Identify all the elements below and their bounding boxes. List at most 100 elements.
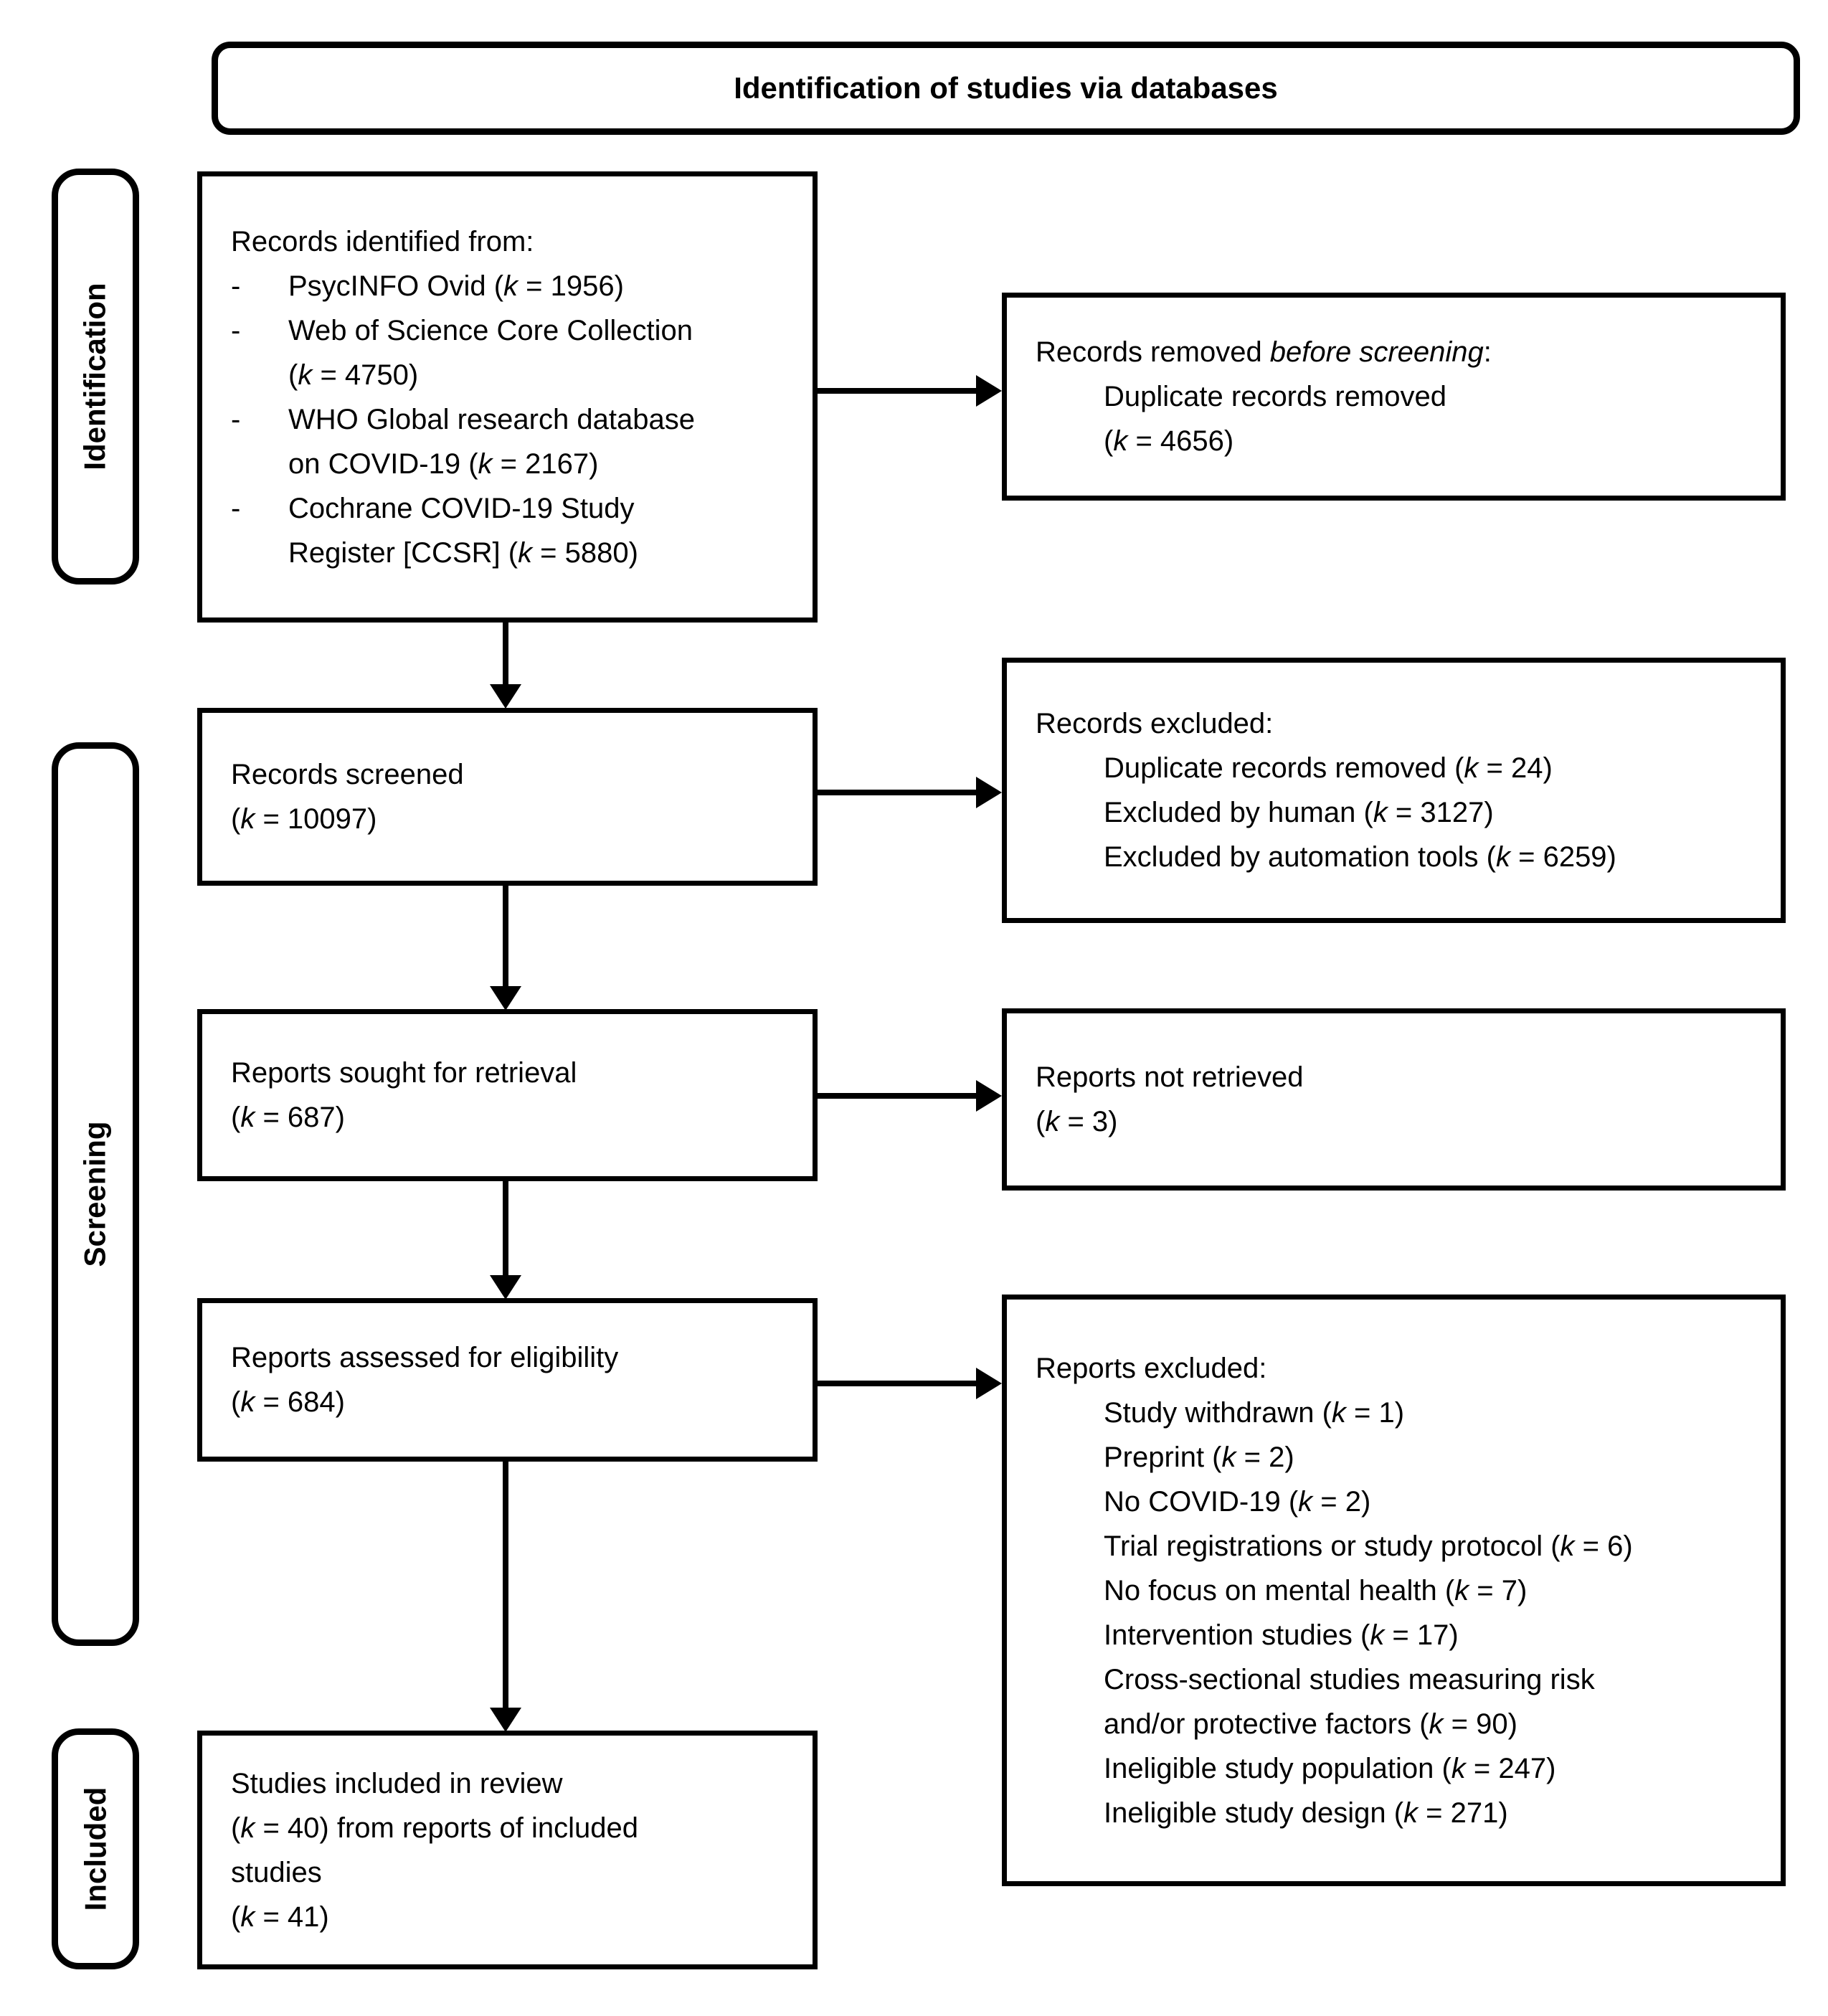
text-segment: ( [231,1386,241,1418]
text-line: Intervention studies (k = 17) [1104,1613,1759,1657]
text-segment: = 2167) [492,448,599,480]
text-line: No COVID-19 (k = 2) [1104,1480,1759,1524]
italic-text-segment: k [240,1812,255,1844]
text-segment: = 7) [1469,1574,1528,1606]
arrow-identified-to-screened-line [503,620,508,686]
text-line: Studies included in review [231,1761,791,1806]
text-line: No focus on mental health (k = 7) [1104,1568,1759,1613]
arrow-identified-to-removed-line [815,388,977,394]
reports-not-retrieved-box: Reports not retrieved(k = 3) [1002,1008,1786,1191]
italic-text-segment: k [240,803,255,835]
bullet-text: Cochrane COVID-19 Study [288,486,791,531]
text-segment: ( [231,803,241,835]
text-segment: = 1) [1345,1396,1405,1429]
text-segment: = 41) [255,1901,329,1933]
text-line: (k = 4750) [288,353,791,397]
text-segment: Reports assessed for eligibility [231,1342,619,1373]
text-line: (k = 684) [231,1380,791,1424]
text-line: (k = 40) from reports of included [231,1806,791,1850]
text-line: (k = 4656) [1104,419,1759,463]
bullet-text: PsycINFO Ovid (k = 1956) [288,264,791,308]
text-segment: Cochrane COVID-19 Study [288,492,635,524]
text-segment: Records removed [1036,336,1270,368]
text-line: Records screened [231,752,791,797]
text-line: -Cochrane COVID-19 Study [231,486,791,531]
stage-identification-box: Identification [52,169,139,585]
text-segment: = 247) [1465,1752,1556,1784]
text-line: Reports sought for retrieval [231,1051,791,1095]
studies-included-box: Studies included in review (k = 40) from … [197,1731,818,1969]
text-line: -Web of Science Core Collection [231,308,791,353]
text-line: Preprint (k = 2) [1104,1435,1759,1480]
records-excluded-box: Records excluded:Duplicate records remov… [1002,658,1786,923]
reports-sought-box: Reports sought for retrieval (k = 687) [197,1009,818,1181]
arrow-identified-to-screened-head [490,684,521,709]
italic-text-segment: k [1451,1752,1466,1784]
bullet-text: WHO Global research database [288,397,791,442]
text-segment: = 90) [1443,1708,1517,1740]
bullet-text: Web of Science Core Collection [288,308,791,353]
italic-text-segment: k [1045,1106,1060,1137]
italic-text-segment: k [1454,1574,1469,1606]
text-segment: Duplicate records removed ( [1104,752,1464,784]
italic-text-segment: k [1429,1708,1444,1740]
italic-text-segment: k [1495,841,1510,873]
text-line: Cross-sectional studies measuring risk [1104,1657,1759,1702]
italic-text-segment: k [503,270,518,302]
text-line: (k = 687) [231,1095,791,1140]
text-segment: No focus on mental health ( [1104,1574,1455,1606]
italic-text-segment: k [1560,1530,1575,1562]
arrow-sought-to-not-retrieved-line [815,1093,977,1099]
text-segment: ( [231,1102,241,1133]
arrow-assessed-to-included-line [503,1459,508,1709]
arrow-screened-to-sought-line [503,883,508,988]
text-segment: = 1956) [518,270,624,302]
flow-header-box: Identification of studies via databases [212,42,1800,135]
italic-text-segment: k [1298,1485,1313,1518]
text-segment: Excluded by automation tools ( [1104,841,1496,873]
arrow-assessed-to-reports-excluded-line [815,1381,977,1386]
arrow-sought-to-assessed-line [503,1178,508,1277]
text-segment: Studies included in review [231,1767,563,1799]
text-line: on COVID-19 (k = 2167) [288,442,791,486]
records-screened-box: Records screened (k = 10097) [197,708,818,886]
italic-text-segment: k [518,536,533,569]
text-segment: Duplicate records removed [1104,381,1446,412]
records-removed-box: Records removed before screening:Duplica… [1002,293,1786,501]
text-line: Trial registrations or study protocol (k… [1104,1524,1759,1568]
stage-screening-label: Screening [78,1121,113,1267]
text-segment: Intervention studies ( [1104,1619,1370,1651]
italic-text-segment: k [1373,797,1388,828]
text-segment: Trial registrations or study protocol ( [1104,1530,1561,1562]
records-identified-box: Records identified from:-PsycINFO Ovid (… [197,171,818,623]
text-line: Records identified from: [231,219,791,264]
text-segment: ( [288,359,298,391]
italic-text-segment: k [478,448,493,480]
text-line: Excluded by human (k = 3127) [1104,790,1759,835]
italic-text-segment: k [240,1386,255,1418]
text-line: (k = 41) [231,1895,791,1939]
text-line: Study withdrawn (k = 1) [1104,1391,1759,1435]
text-segment: Ineligible study population ( [1104,1752,1451,1784]
text-segment: PsycINFO Ovid ( [288,270,504,302]
flow-title: Identification of studies via databases [734,71,1278,105]
text-segment: Reports sought for retrieval [231,1057,577,1089]
arrow-screened-to-excluded-head [976,777,1002,808]
text-segment: No COVID-19 ( [1104,1485,1299,1518]
text-segment: Web of Science Core Collection [288,314,693,346]
text-segment: = 6) [1574,1530,1633,1562]
text-segment: = 10097) [255,803,377,835]
italic-text-segment: k [1403,1797,1419,1829]
text-segment: Register [CCSR] ( [288,536,518,569]
text-line: Reports not retrieved [1036,1055,1759,1099]
italic-text-segment: k [1221,1441,1236,1473]
reports-assessed-box: Reports assessed for eligibility (k = 684… [197,1298,818,1462]
italic-text-segment: k [240,1901,255,1933]
arrow-sought-to-not-retrieved-head [976,1080,1002,1112]
text-line: -WHO Global research database [231,397,791,442]
text-segment: ( [1036,1106,1046,1137]
text-line: and/or protective factors (k = 90) [1104,1702,1759,1746]
text-line: studies [231,1850,791,1895]
text-segment: = 4750) [312,359,419,391]
